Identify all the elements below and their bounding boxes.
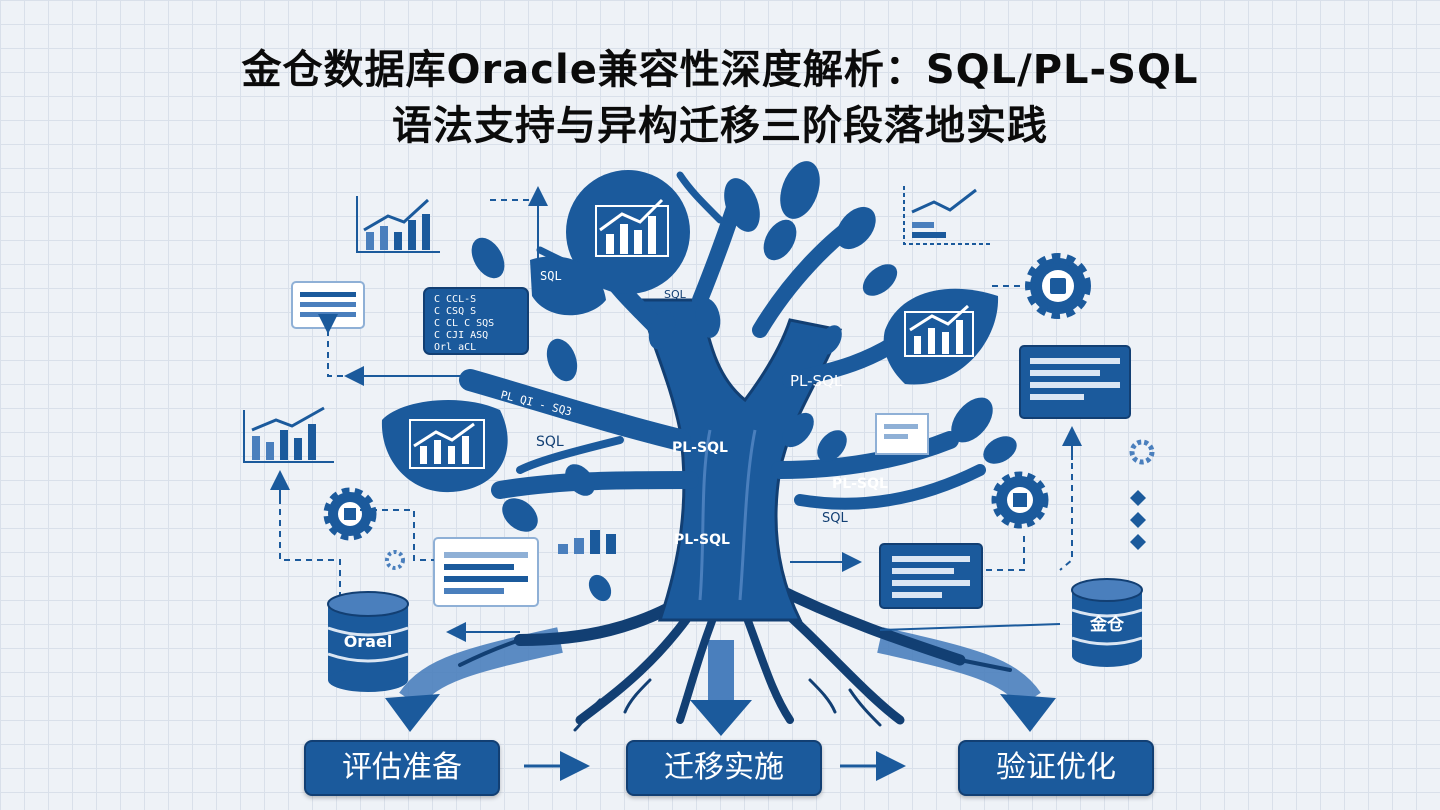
diamond-markers xyxy=(1130,490,1146,550)
chart-badge-left xyxy=(381,399,508,493)
tree-leaves xyxy=(471,161,1017,602)
stage-migration-implement: 迁移实施 xyxy=(626,740,822,796)
gear-icon xyxy=(323,487,377,541)
doc-panel-mid-left xyxy=(433,537,539,607)
code-line-1: C CCL-S xyxy=(434,294,476,305)
flow-arrow-left xyxy=(399,627,563,708)
code-panel: C CCL-S C CSQ S C CL C SQS C CJI ASQ Orl… xyxy=(423,287,529,355)
tree-trunk xyxy=(638,298,843,622)
oracle-database-icon: Orael xyxy=(327,591,409,692)
code-line-5: Orl aCL xyxy=(434,342,476,353)
mini-bars-center xyxy=(558,530,616,554)
mini-chart-top-right xyxy=(903,186,990,245)
flow-arrowhead-right xyxy=(1000,694,1056,732)
gear-icon xyxy=(385,439,1155,570)
flow-arrow-center xyxy=(708,640,734,702)
title-line-1: 金仓数据库Oracle兼容性深度解析：SQL/PL-SQL xyxy=(241,47,1199,93)
doc-panel-top-left xyxy=(291,281,365,329)
tree-label-sql-top: SQL xyxy=(664,288,687,301)
doc-panel-top-right xyxy=(1019,345,1131,419)
oracle-database-label: Orael xyxy=(344,632,393,651)
tree-label-sql-left: SQL xyxy=(536,434,564,450)
code-line-2: C CSQ S xyxy=(434,306,476,317)
tree-label-plsql-upper: PL-SQL xyxy=(790,372,843,390)
stage-assess-prepare: 评估准备 xyxy=(304,740,500,796)
branch-label-upper: SQL xyxy=(540,269,562,283)
mini-chart-top-left xyxy=(356,196,440,253)
tree-label-plsql-center: PL-SQL xyxy=(672,440,728,456)
tree-label-plsql-trunk: PL-SQL xyxy=(674,532,730,548)
title-line-2: 语法支持与异构迁移三阶段落地实践 xyxy=(392,103,1048,149)
arrow-connectors xyxy=(270,186,1082,642)
code-line-3: C CL C SQS xyxy=(434,318,494,329)
kingbase-database-label: 金仓 xyxy=(1089,614,1125,635)
code-leaf-top-left: SQL xyxy=(530,256,606,316)
tree-label-sql-right: SQL xyxy=(822,511,848,526)
mini-chart-mid-left xyxy=(243,406,334,463)
page-title: 金仓数据库Oracle兼容性深度解析：SQL/PL-SQL 语法支持与异构迁移三… xyxy=(0,42,1440,154)
chart-badge-right xyxy=(883,288,999,385)
code-line-4: C CJI ASQ xyxy=(434,330,488,341)
doc-panel-mid-right xyxy=(879,543,983,609)
stage-verify-optimize: 验证优化 xyxy=(958,740,1154,796)
gear-icon xyxy=(991,471,1049,529)
gear-icon xyxy=(1025,253,1091,319)
tree-label-plsql-right: PL-SQL xyxy=(832,476,888,492)
flow-arrowhead-center xyxy=(690,700,752,736)
flow-arrowhead-left xyxy=(385,694,440,732)
kingbase-database-icon: 金仓 xyxy=(1071,578,1143,667)
chart-badge-top xyxy=(566,170,690,294)
mini-panel-right xyxy=(875,413,929,455)
